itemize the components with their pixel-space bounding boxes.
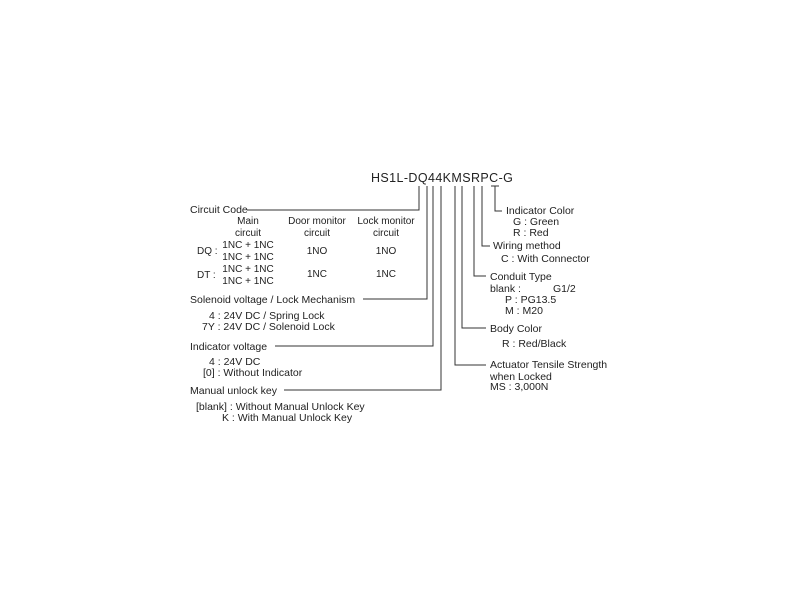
manual-unlock-option-blank: [blank] : Without Manual Unlock Key bbox=[196, 401, 365, 413]
row-dq-main: 1NC + 1NC 1NC + 1NC bbox=[222, 240, 274, 263]
conduit-option-m: M : M20 bbox=[505, 305, 543, 317]
leader-manual-unlock bbox=[284, 186, 442, 391]
leader-conduit bbox=[473, 186, 486, 277]
conduit-blank-label: blank : bbox=[490, 283, 521, 295]
col-lock-monitor: Lock monitor circuit bbox=[357, 216, 415, 239]
leader-circuit-code bbox=[247, 186, 420, 211]
row-dt-main: 1NC + 1NC 1NC + 1NC bbox=[222, 264, 274, 287]
row-dt-lock: 1NC bbox=[375, 269, 396, 280]
row-dq-lock: 1NO bbox=[375, 246, 397, 257]
row-dt-code: DT : bbox=[197, 270, 216, 281]
leader-solenoid bbox=[363, 186, 428, 300]
conduit-title: Conduit Type bbox=[490, 271, 552, 283]
manual-unlock-title: Manual unlock key bbox=[190, 385, 277, 397]
row-dt-door: 1NC bbox=[306, 269, 327, 280]
solenoid-option-4: 4 : 24V DC / Spring Lock bbox=[209, 310, 325, 322]
col-door-monitor: Door monitor circuit bbox=[288, 216, 346, 239]
actuator-option-ms: MS : 3,000N bbox=[490, 381, 549, 393]
leader-indicator-voltage bbox=[275, 186, 434, 347]
leader-wiring bbox=[481, 186, 490, 247]
indicator-color-red: R : Red bbox=[513, 227, 549, 239]
wiring-option-c: C : With Connector bbox=[501, 253, 590, 265]
leader-body-color bbox=[461, 186, 486, 329]
leader-indicator-color bbox=[494, 186, 502, 212]
indicator-voltage-option-0: [0] : Without Indicator bbox=[203, 367, 303, 379]
indicator-voltage-title: Indicator voltage bbox=[190, 341, 268, 353]
col-main-circuit: Main circuit bbox=[234, 216, 262, 239]
conduit-option-p: P : PG13.5 bbox=[505, 294, 557, 306]
row-dq-door: 1NO bbox=[306, 246, 328, 257]
solenoid-title: Solenoid voltage / Lock Mechanism bbox=[190, 294, 356, 306]
body-color-option-r: R : Red/Black bbox=[502, 338, 567, 350]
body-color-title: Body Color bbox=[490, 323, 542, 335]
indicator-color-title: Indicator Color bbox=[506, 205, 575, 217]
wiring-title: Wiring method bbox=[493, 240, 561, 252]
indicator-voltage-option-4: 4 : 24V DC bbox=[209, 356, 261, 368]
model-code: HS1L-DQ44KMSRPC-G bbox=[371, 171, 514, 185]
row-dq-code: DQ : bbox=[197, 246, 218, 257]
actuator-title: Actuator Tensile Strength when Locked bbox=[490, 359, 608, 383]
leader-actuator bbox=[454, 186, 486, 366]
solenoid-option-7y: 7Y : 24V DC / Solenoid Lock bbox=[202, 321, 335, 333]
manual-unlock-option-k: K : With Manual Unlock Key bbox=[222, 412, 353, 424]
circuit-code-title: Circuit Code bbox=[190, 204, 248, 216]
conduit-blank-value: G1/2 bbox=[553, 283, 576, 295]
indicator-color-green: G : Green bbox=[513, 216, 560, 228]
